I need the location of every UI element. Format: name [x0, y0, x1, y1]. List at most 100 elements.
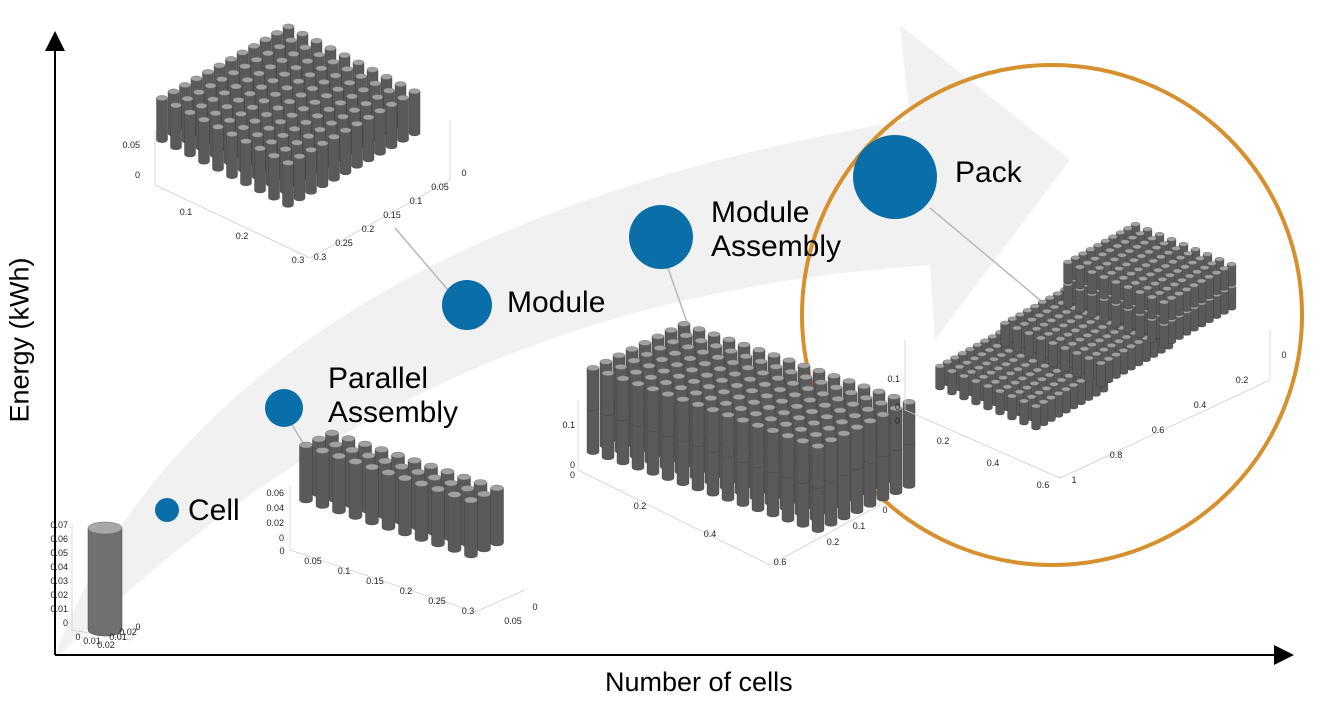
- cylinder: [365, 463, 379, 526]
- x-tick-label: 0.01: [83, 636, 101, 646]
- x-tick-label: 0.1: [180, 207, 193, 217]
- cylinder: [1019, 398, 1029, 426]
- cylinder: [1099, 296, 1109, 324]
- cylinder: [824, 436, 838, 483]
- cylinder: [198, 116, 210, 165]
- cylinder: [1147, 294, 1157, 320]
- cylinder: [586, 405, 600, 455]
- y-tick-label: 0.02: [119, 627, 137, 637]
- cylinder: [1147, 316, 1157, 344]
- z-tick-label: 0: [895, 416, 900, 426]
- connector-module: [394, 227, 449, 291]
- cylinder: [1000, 320, 1010, 348]
- cylinder: [661, 431, 675, 481]
- z-tick-label: 0.01: [50, 604, 68, 614]
- cylinder: [464, 496, 478, 559]
- y-tick-label: 0.05: [431, 182, 449, 192]
- cylinder: [1072, 350, 1082, 378]
- y-tick-label: 0.01: [109, 632, 127, 642]
- y-tick-label: 0.1: [410, 196, 423, 206]
- cylinder: [1126, 344, 1136, 371]
- parallel-assembly-marker: [265, 389, 303, 427]
- cylinder: [616, 415, 630, 466]
- x-tick-label: 0.05: [304, 556, 322, 566]
- cylinder: [876, 451, 890, 502]
- x-tick-label: 0: [75, 632, 80, 642]
- cylinder: [1219, 266, 1229, 291]
- cylinder: [385, 101, 398, 150]
- cylinder: [1111, 301, 1121, 329]
- z-tick-label: 0: [279, 533, 284, 543]
- cylinder: [226, 131, 238, 179]
- cylinder: [477, 490, 491, 553]
- cylinder: [601, 370, 615, 416]
- cylinder: [1048, 340, 1058, 368]
- cylinder: [212, 124, 224, 172]
- cylinder: [706, 446, 720, 497]
- cylinder: [1166, 295, 1177, 320]
- z-tick-label: 0.05: [50, 548, 68, 558]
- cylinder: [1060, 345, 1070, 373]
- x-tick-label: 0.6: [774, 557, 787, 567]
- cylinder: [766, 427, 780, 474]
- cylinder: [971, 378, 981, 406]
- z-tick-label: 0.1: [887, 374, 900, 384]
- cylinder: [676, 396, 690, 442]
- x-tick-label: 0.02: [97, 640, 115, 650]
- cylinder: [935, 363, 945, 391]
- cylinder: [315, 447, 330, 509]
- cylinder: [293, 153, 306, 202]
- x-tick-label: 0.15: [366, 576, 384, 586]
- cylinder: [1211, 270, 1222, 295]
- connector-pack: [929, 207, 1041, 301]
- cylinder: [1159, 321, 1169, 349]
- y-tick-label: 0.3: [314, 252, 327, 262]
- cylinder: [1123, 306, 1133, 334]
- cylinder: [414, 480, 429, 542]
- z-tick-label: 0.02: [266, 518, 284, 528]
- z-tick-label: 0.06: [50, 534, 68, 544]
- z-tick-label: 0.07: [50, 520, 68, 530]
- cylinder: [796, 477, 810, 528]
- y-tick-label: 1: [1071, 475, 1076, 485]
- cylinder: [240, 138, 252, 186]
- cylinder: [1111, 352, 1121, 379]
- cylinder: [398, 474, 412, 537]
- cylinder: [339, 127, 352, 176]
- cylinder: [184, 109, 196, 158]
- cylinder: [631, 420, 645, 471]
- cylinder: [1181, 287, 1192, 312]
- cylinder: [902, 439, 916, 489]
- y-axis-title: Energy (kWh): [4, 257, 35, 423]
- cell-marker: [155, 498, 179, 522]
- cylinder: [824, 476, 838, 527]
- cylinder: [947, 368, 957, 396]
- cylinder: [959, 373, 969, 401]
- cylinder: [837, 430, 851, 477]
- cylinder: [1135, 289, 1145, 315]
- cylinder: [863, 417, 877, 464]
- y-tick-label: 0.2: [1236, 375, 1249, 385]
- cylinder: [995, 388, 1005, 416]
- cylinder: [332, 452, 346, 515]
- cylinder: [751, 422, 765, 468]
- cylinder: [397, 95, 409, 143]
- z-tick-label: 0.05: [122, 140, 140, 150]
- z-tick-label: 0: [570, 470, 575, 480]
- cylinder: [299, 441, 313, 504]
- cylinder: [766, 467, 780, 518]
- module-assembly-marker: [629, 205, 693, 269]
- cylinder: [736, 417, 750, 463]
- cylinder: [631, 380, 645, 427]
- x-tick-label: 0.2: [937, 436, 950, 446]
- cylinder: [616, 375, 630, 422]
- cylinder: [1084, 355, 1094, 383]
- x-tick-label: 0.4: [704, 529, 717, 539]
- cylinder: [646, 385, 660, 432]
- module-label: Module: [507, 286, 606, 319]
